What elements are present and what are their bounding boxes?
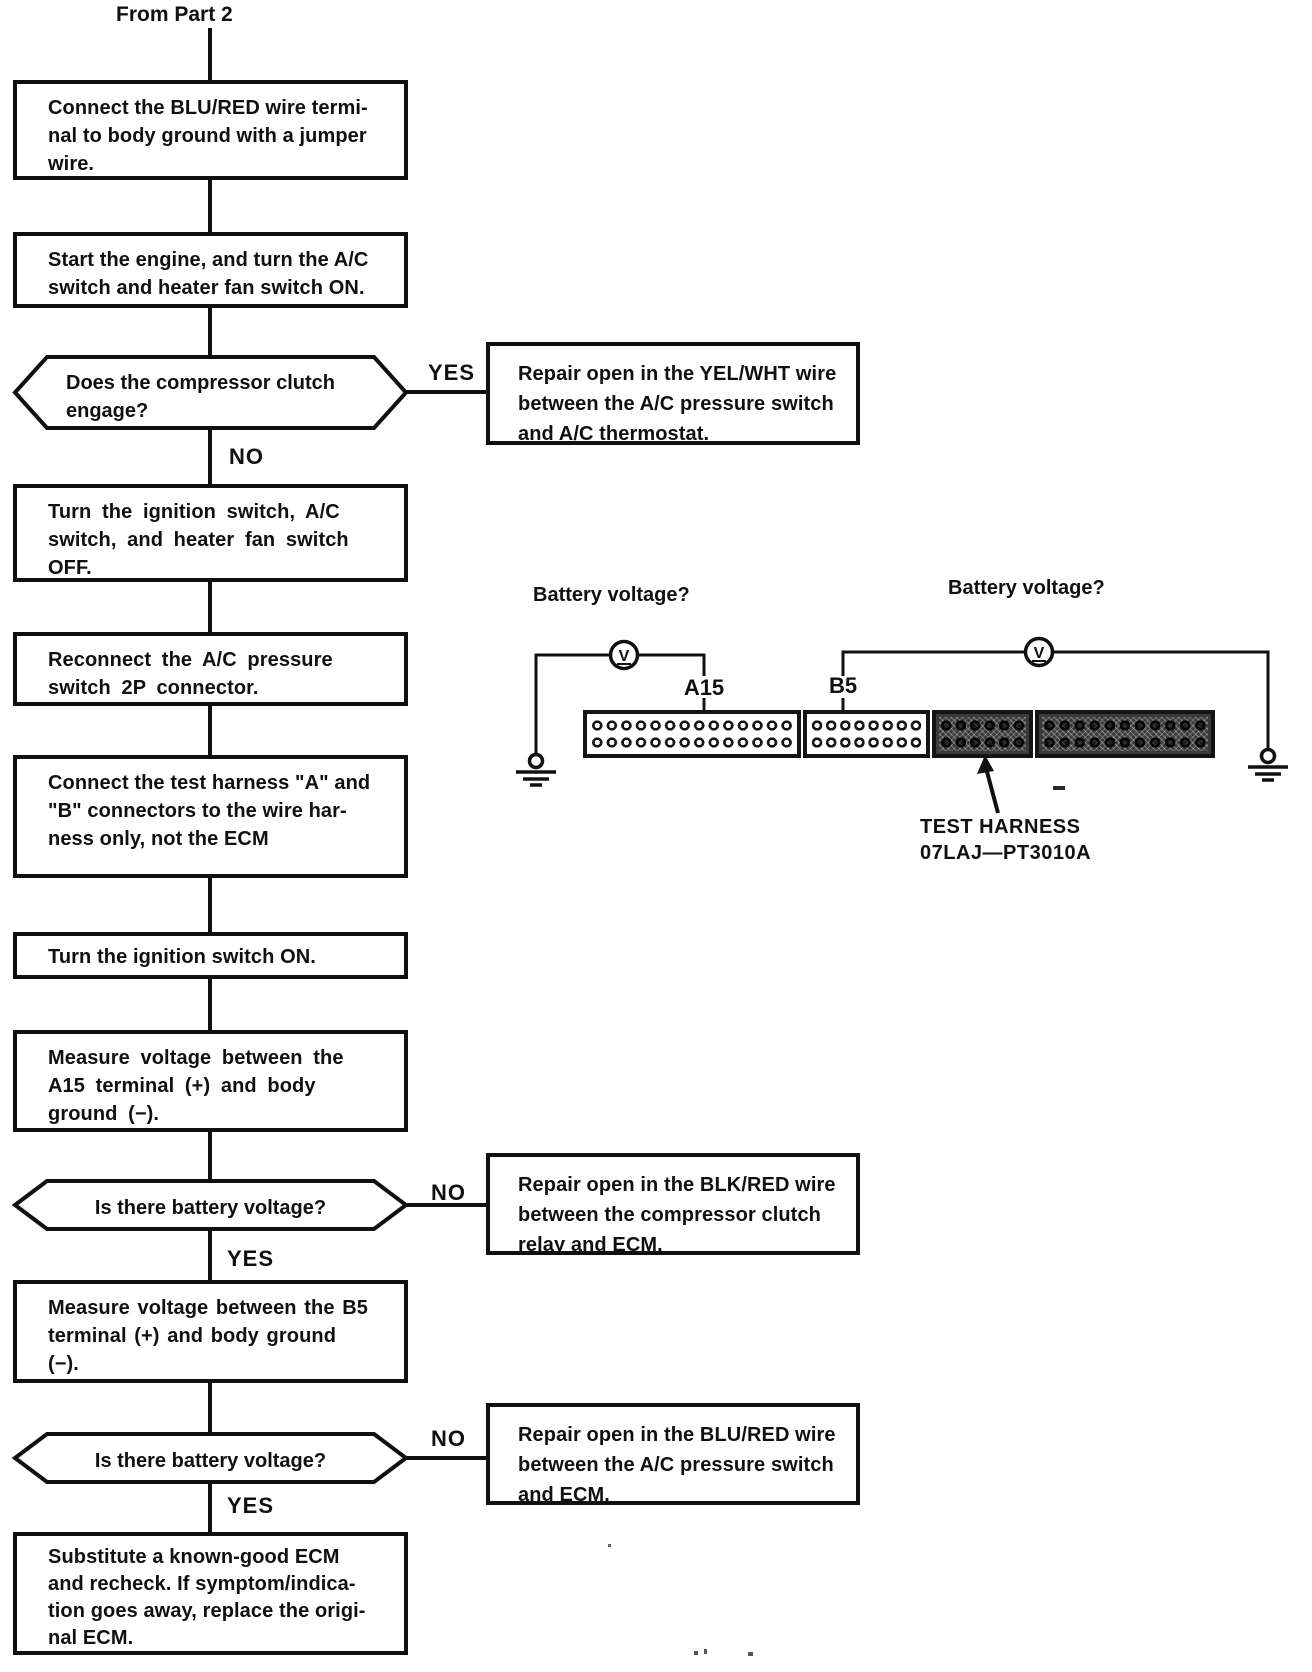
ignition-on-step: Turn the ignition switch ON. bbox=[13, 932, 408, 979]
ecm-connector-d bbox=[1035, 710, 1215, 758]
battery-voltage-label-right: Battery voltage? bbox=[948, 577, 1105, 599]
ecm-connector-b bbox=[803, 710, 930, 758]
voltmeter-icon-2: V bbox=[1023, 636, 1055, 668]
compressor-clutch-decision: Does the compressor clutch engage? bbox=[66, 372, 335, 422]
scan-artifact bbox=[608, 1544, 611, 1547]
reconnect-pressure-switch-step: Reconnect the A/C pressure switch 2P con… bbox=[13, 632, 408, 706]
repair-yelwht-result: Repair open in the YEL/WHT wire between … bbox=[486, 342, 860, 445]
voltmeter-letter: V bbox=[1034, 645, 1045, 662]
voltmeter-icon: V bbox=[608, 639, 640, 671]
measure-b5-voltage-step: Measure voltage between the B5 terminal … bbox=[13, 1280, 408, 1383]
no-label-2: NO bbox=[431, 1180, 466, 1205]
battery-voltage-decision-1-shape bbox=[11, 1179, 410, 1231]
yes-label-3: YES bbox=[227, 1493, 275, 1518]
yes-label-2: YES bbox=[227, 1246, 275, 1271]
test-harness-label: TEST HARNESS 07LAJ—PT3010A bbox=[920, 816, 1092, 864]
repair-blured-result: Repair open in the BLU/RED wire between … bbox=[486, 1403, 860, 1506]
scan-artifact bbox=[748, 1652, 753, 1656]
battery-voltage-label-left: Battery voltage? bbox=[533, 584, 690, 606]
terminal-b5-label: B5 bbox=[828, 673, 858, 698]
substitute-ecm-step: Substitute a known-good ECM and recheck.… bbox=[13, 1532, 408, 1655]
connector-b-pins bbox=[810, 717, 923, 751]
battery-voltage-decision-1: Is there battery voltage? bbox=[94, 1197, 327, 1219]
test-harness-arrow bbox=[977, 755, 1000, 814]
connector-a-pins bbox=[590, 717, 794, 751]
connector-c-pins bbox=[939, 717, 1026, 751]
voltmeter-letter: V bbox=[619, 648, 630, 665]
repair-blkred-result: Repair open in the BLK/RED wire between … bbox=[486, 1153, 860, 1256]
start-engine-step: Start the engine, and turn the A/C switc… bbox=[13, 232, 408, 308]
connect-jumper-wire-step: Connect the BLU/RED wire termi- nal to b… bbox=[13, 80, 408, 180]
yes-label-1: YES bbox=[428, 360, 476, 385]
branch-lines bbox=[406, 390, 488, 1460]
scan-artifact bbox=[694, 1651, 698, 1655]
ecm-connector-a bbox=[583, 710, 801, 758]
turn-switches-off-step: Turn the ignition switch, A/C switch, an… bbox=[13, 484, 408, 582]
decision-hexagons bbox=[11, 355, 410, 1484]
ground-icon-right bbox=[1248, 747, 1288, 782]
connect-test-harness-step: Connect the test harness "A" and "B" con… bbox=[13, 755, 408, 878]
ground-icon-left bbox=[516, 752, 556, 787]
battery-voltage-decision-2-shape bbox=[11, 1432, 410, 1484]
terminal-a15-label: A15 bbox=[683, 675, 725, 700]
ecm-connector-c bbox=[932, 710, 1033, 758]
connector-d-pins bbox=[1042, 717, 1208, 751]
no-label-1: NO bbox=[229, 444, 264, 469]
compressor-clutch-decision-shape bbox=[12, 355, 409, 430]
no-label-3: NO bbox=[431, 1426, 466, 1451]
measure-a15-voltage-step: Measure voltage between the A15 terminal… bbox=[13, 1030, 408, 1132]
battery-voltage-decision-2: Is there battery voltage? bbox=[94, 1450, 327, 1472]
scan-artifact bbox=[704, 1649, 707, 1654]
scan-artifact bbox=[1053, 786, 1065, 790]
entry-label: From Part 2 bbox=[116, 3, 233, 26]
